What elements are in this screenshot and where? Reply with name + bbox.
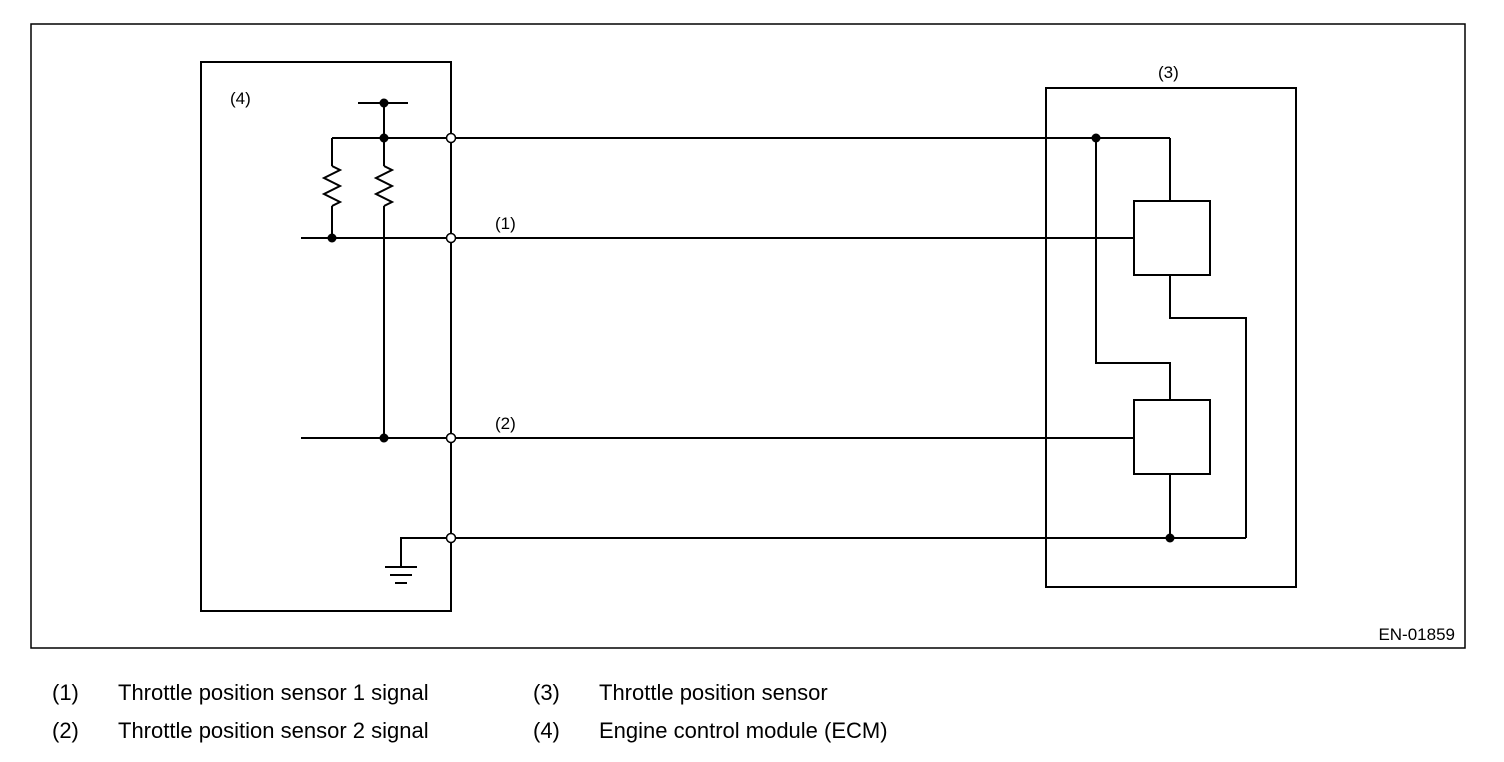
figure-code: EN-01859 <box>1378 625 1455 644</box>
signal-1-node <box>327 233 337 243</box>
legend-text: Throttle position sensor 1 signal <box>118 680 429 705</box>
resistor-2 <box>373 165 395 207</box>
ecm-terminal-ground <box>445 532 457 544</box>
legend-text: Engine control module (ECM) <box>599 718 888 743</box>
sensor-1-ground-path <box>1169 275 1247 538</box>
ecm-terminal-signal-2 <box>445 432 457 444</box>
ecm-terminal-supply <box>445 132 457 144</box>
power-node-top <box>379 98 389 108</box>
diagram-frame <box>30 23 1466 649</box>
callout-3: (3) <box>1158 63 1179 82</box>
callout-4: (4) <box>230 89 251 108</box>
resistor-1 <box>321 165 343 207</box>
sensor-box <box>1045 87 1297 588</box>
callout-1: (1) <box>495 214 516 233</box>
ecm-box <box>200 61 452 612</box>
legend-text: Throttle position sensor 2 signal <box>118 718 429 743</box>
legend-number: (4) <box>533 718 560 743</box>
sensor-supply-branch <box>1095 138 1171 400</box>
legend-number: (3) <box>533 680 560 705</box>
signal-2-node <box>379 433 389 443</box>
legend-text: Throttle position sensor <box>599 680 828 705</box>
sensor-element-1 <box>1133 200 1211 276</box>
ecm-terminal-signal-1 <box>445 232 457 244</box>
legend-number: (1) <box>52 680 79 705</box>
legend-number: (2) <box>52 718 79 743</box>
sensor-ground-node <box>1165 533 1175 543</box>
ground-wire-internal <box>400 537 451 567</box>
sensor-element-2 <box>1133 399 1211 475</box>
callout-2: (2) <box>495 414 516 433</box>
